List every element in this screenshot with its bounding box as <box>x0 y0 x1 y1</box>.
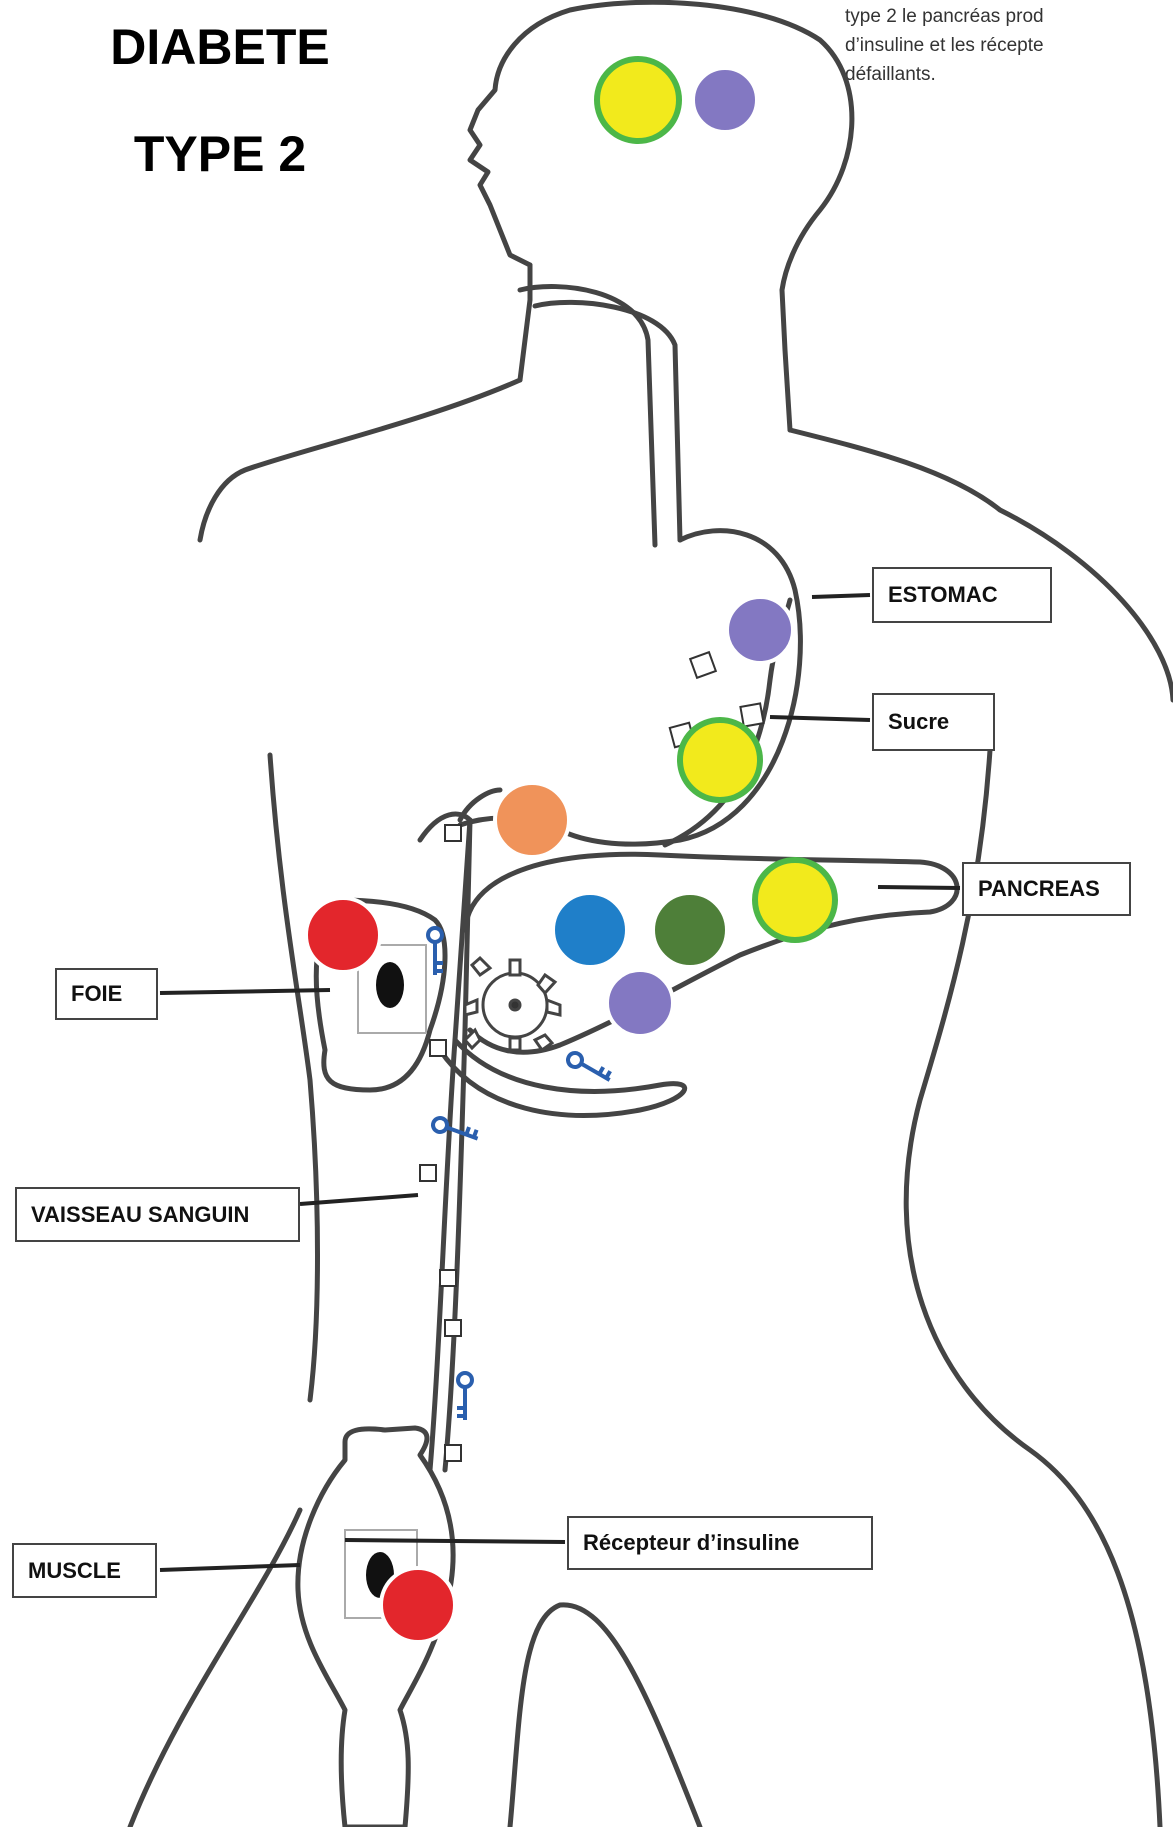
gear-icon <box>465 958 560 1050</box>
yellow-disc-head <box>597 59 679 141</box>
label-sucre: Sucre <box>872 693 995 751</box>
red-disc-muscle <box>381 1568 455 1642</box>
label-recepteur-insuline: Récepteur d’insuline <box>567 1516 873 1570</box>
crotch-outline <box>510 1605 700 1827</box>
discs <box>306 59 835 1642</box>
purple-disc-head <box>693 68 757 132</box>
purple-disc-pancreas <box>607 970 673 1036</box>
sugar-cube <box>445 1445 461 1461</box>
label-estomac: ESTOMAC <box>872 567 1052 623</box>
esophagus-left <box>520 287 655 545</box>
label-muscle: MUSCLE <box>12 1543 157 1598</box>
left-shoulder <box>200 380 520 540</box>
blue-disc <box>553 893 627 967</box>
sugar-cube <box>430 1040 446 1056</box>
orange-disc <box>495 783 569 857</box>
sugar-cube <box>690 652 716 678</box>
duodenum-outer <box>440 1040 685 1115</box>
esophagus-right <box>535 302 680 540</box>
purple-disc-stomach <box>727 597 793 663</box>
right-shoulder <box>790 430 1173 700</box>
sugar-cube <box>740 703 763 726</box>
sugar-cube <box>445 825 461 841</box>
yellow-disc-stomach <box>680 720 760 800</box>
label-foie: FOIE <box>55 968 158 1020</box>
red-disc-liver <box>306 898 380 972</box>
sugar-cube <box>445 1320 461 1336</box>
neck-left <box>520 265 530 380</box>
label-pancreas: PANCREAS <box>962 862 1131 916</box>
yellow-disc-pancreas <box>755 860 835 940</box>
leader-lines <box>160 595 960 1570</box>
dark-green-disc <box>653 893 727 967</box>
label-vaisseau-sanguin: VAISSEAU SANGUIN <box>15 1187 300 1242</box>
sugar-cube <box>440 1270 456 1286</box>
sugar-cube <box>420 1165 436 1181</box>
left-torso-side <box>270 755 318 1400</box>
